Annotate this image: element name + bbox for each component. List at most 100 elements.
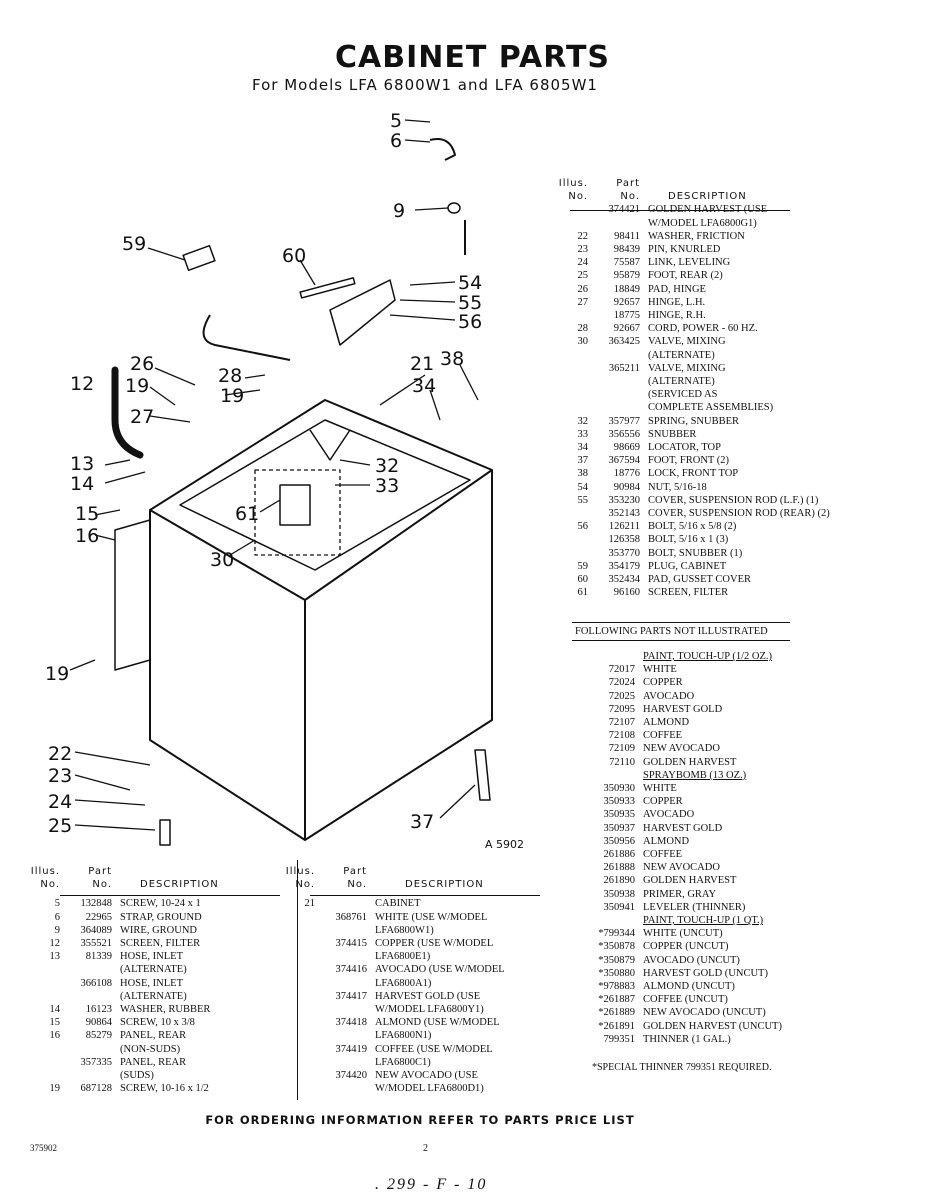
part-no: 261890 <box>603 875 636 887</box>
part-no: 364089 <box>80 924 113 936</box>
callout-6: 6 <box>390 130 402 152</box>
part-description: NEW AVOCADO (USE <box>375 1070 478 1082</box>
illus-no <box>30 1069 60 1082</box>
part-description: HINGE, R.H. <box>648 310 706 322</box>
part-description: HOSE, INLET <box>120 951 183 963</box>
table-header: Illus. Part <box>30 865 290 878</box>
part-description: HARVEST GOLD (USE <box>375 990 481 1002</box>
part-no: 85279 <box>85 1030 112 1042</box>
part-no: 98439 <box>613 244 640 256</box>
part-description: COFFEE <box>643 730 683 742</box>
header-description: DESCRIPTION <box>140 879 219 891</box>
handwritten-note: . 299 - F - 10 <box>375 1176 488 1193</box>
part-description: PRIMER, GRAY <box>643 888 717 900</box>
part-description: PAD, HINGE <box>648 283 706 295</box>
part-no: *978883 <box>598 981 635 993</box>
header-no-2: No. <box>620 191 640 203</box>
illus-no: 25 <box>577 270 589 282</box>
callout-38: 38 <box>440 348 464 370</box>
header-description: DESCRIPTION <box>668 191 747 203</box>
inlet-hose <box>111 366 144 459</box>
callout-24: 24 <box>48 791 72 813</box>
part-no <box>315 1003 375 1016</box>
illus-no <box>285 1043 315 1056</box>
part-description: BOLT, SNUBBER (1) <box>648 547 743 559</box>
table-row: LFA6800A1) <box>285 977 575 990</box>
illus-no <box>285 1003 315 1016</box>
part-no: 350930 <box>603 783 636 795</box>
part-no: 354179 <box>608 560 641 572</box>
part-no: 126211 <box>608 521 640 533</box>
part-no <box>315 1082 375 1095</box>
callout-61: 61 <box>235 503 259 525</box>
part-no: *350878 <box>598 941 635 953</box>
callout-26: 26 <box>130 353 154 375</box>
callout-37: 37 <box>410 811 434 833</box>
header-no: No. <box>568 191 588 203</box>
part-no: 374415 <box>335 938 368 950</box>
part-description: CORD, POWER - 60 HZ. <box>648 323 758 335</box>
part-description: COPPER <box>643 677 683 689</box>
part-description: WHITE <box>643 664 677 676</box>
part-no: 363425 <box>608 336 641 348</box>
part-description: LINK, LEVELING <box>648 257 731 269</box>
table-row: (ALTERNATE) <box>30 963 290 976</box>
part-description: COFFEE (UNCUT) <box>643 994 728 1006</box>
callout-33: 33 <box>375 475 399 497</box>
illus-no <box>558 533 588 546</box>
illus-no: 14 <box>49 1004 61 1016</box>
part-description: NEW AVOCADO <box>643 862 720 874</box>
illus-no <box>30 963 60 976</box>
part-description: COPPER (USE W/MODEL <box>375 938 494 950</box>
part-no: 98411 <box>614 230 640 242</box>
divider-line <box>310 895 540 896</box>
ordering-info: FOR ORDERING INFORMATION REFER TO PARTS … <box>205 1113 635 1127</box>
illus-no <box>558 401 588 414</box>
part-no <box>60 990 120 1003</box>
illus-no <box>285 937 315 950</box>
ground-strap <box>429 138 456 161</box>
part-description: SCREW, 10 x 3/8 <box>120 1017 195 1029</box>
part-description: GOLDEN HARVEST (UNCUT) <box>643 1020 782 1032</box>
part-no: 352434 <box>608 574 641 586</box>
part-no <box>588 217 648 230</box>
part-description: THINNER (1 GAL.) <box>643 1033 731 1045</box>
illus-no: 23 <box>577 244 589 256</box>
part-no: 353770 <box>608 547 641 559</box>
table-row: (SERVICED AS <box>558 388 938 401</box>
part-no: 352143 <box>608 508 641 520</box>
illus-no <box>285 950 315 963</box>
header-part: Part <box>616 178 640 189</box>
part-no: *350879 <box>598 954 635 966</box>
column-divider <box>297 860 298 1100</box>
divider-line <box>572 622 790 623</box>
part-no: 350938 <box>603 888 636 900</box>
part-description: COPPER <box>643 796 683 808</box>
part-description: WIRE, GROUND <box>120 924 197 936</box>
callout-21: 21 <box>410 353 434 375</box>
part-description: PANEL, REAR <box>120 1056 187 1068</box>
part-no <box>580 769 643 782</box>
table-row: LFA6800N1) <box>285 1029 575 1042</box>
part-no: 350933 <box>603 796 636 808</box>
